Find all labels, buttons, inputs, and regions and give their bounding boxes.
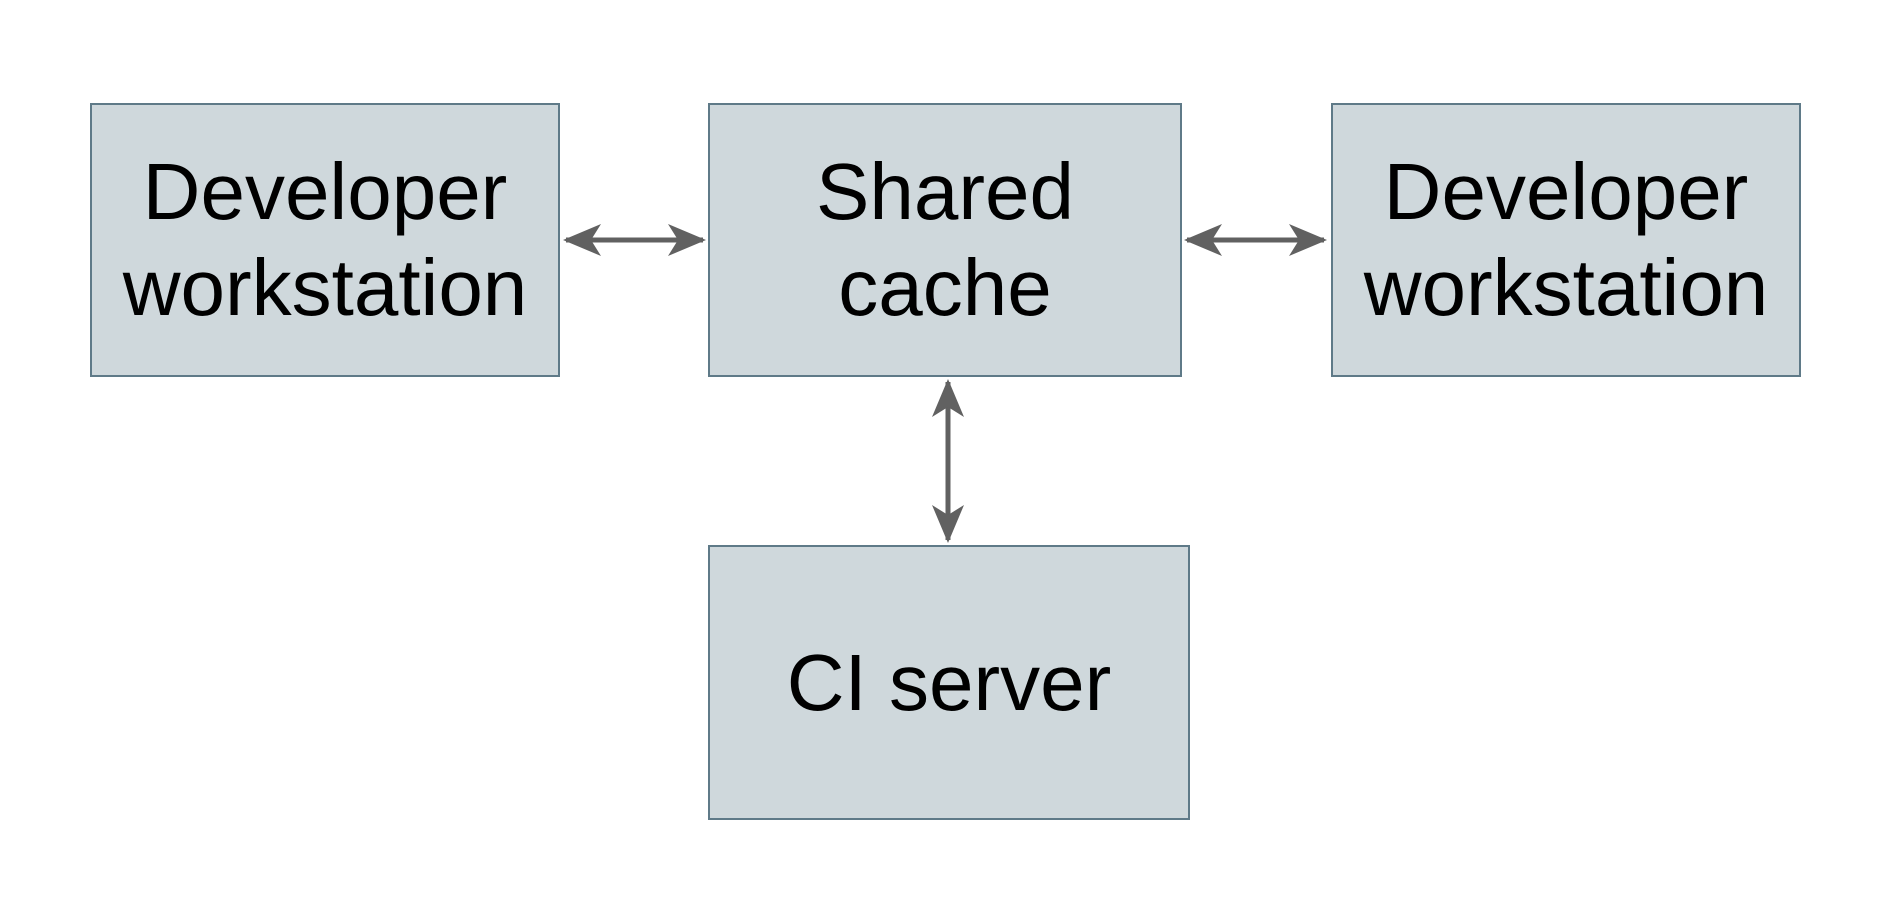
node-developer-workstation-right: Developer workstation: [1331, 103, 1801, 377]
node-label: Developer workstation: [122, 147, 528, 332]
node-label: CI server: [786, 637, 1112, 727]
node-label: Developer workstation: [1363, 147, 1769, 332]
arrow-left-workstation-to-cache: [563, 224, 706, 256]
node-shared-cache: Shared cache: [708, 103, 1182, 377]
node-ci-server: CI server: [708, 545, 1190, 820]
arrow-cache-to-right-workstation: [1184, 224, 1327, 256]
arrow-cache-to-ci-server: [932, 379, 964, 543]
node-label: Shared cache: [816, 147, 1074, 332]
node-developer-workstation-left: Developer workstation: [90, 103, 560, 377]
